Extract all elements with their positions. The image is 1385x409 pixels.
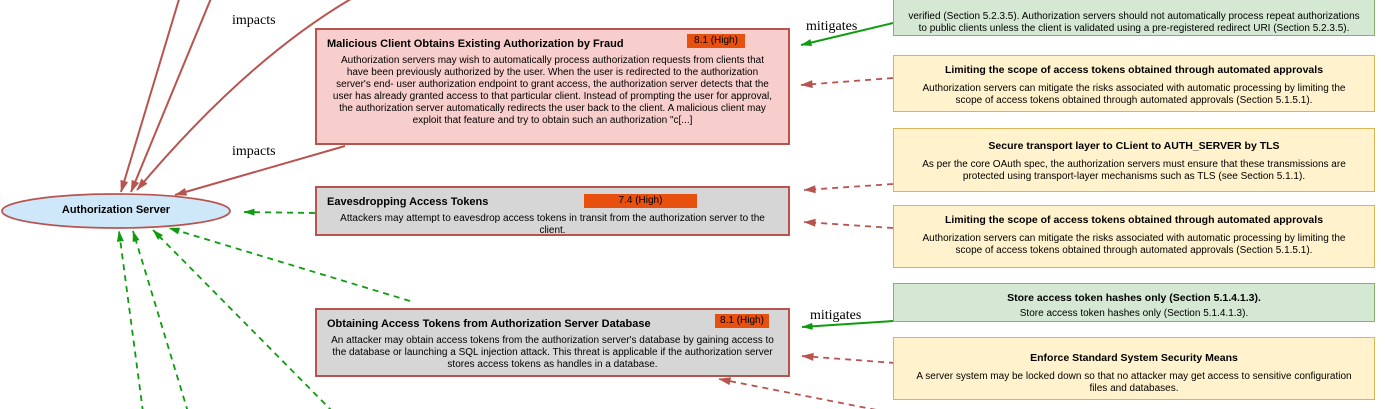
- edge-label-impacts-middle: impacts: [232, 144, 276, 159]
- severity-badge: 8.1 (High): [715, 314, 769, 328]
- mitigates-edge-store-hashes[interactable]: [801, 320, 894, 330]
- mitigation-description: Store access token hashes only (Section …: [1019, 308, 1249, 319]
- threat-description: An attacker may obtain access tokens fro…: [331, 335, 774, 370]
- threat-description: Attackers may attempt to eavesdrop acces…: [340, 213, 765, 236]
- threat-node-malicious-client[interactable]: Malicious Client Obtains Existing Author…: [315, 28, 790, 145]
- mitigation-description: Authorization servers can mitigate the r…: [922, 83, 1346, 106]
- dashed-edge-offscreen-3[interactable]: [152, 229, 333, 409]
- mitigation-node-limiting-scope-1[interactable]: Limiting the scope of access tokens obta…: [893, 55, 1375, 112]
- mitigation-node-validated-redirect[interactable]: verified (Section 5.2.3.5). Authorizatio…: [893, 0, 1375, 36]
- link-edge-secure-transport[interactable]: [803, 183, 894, 194]
- mitigation-node-limiting-scope-2[interactable]: Limiting the scope of access tokens obta…: [893, 205, 1375, 268]
- dashed-edge-db-threat-entity[interactable]: [168, 227, 411, 302]
- mitigation-node-secure-transport[interactable]: Secure transport layer to CLient to AUTH…: [893, 128, 1375, 192]
- edge-label-impacts-top: impacts: [232, 13, 276, 28]
- dashed-edge-offscreen-1[interactable]: [132, 230, 189, 409]
- mitigation-node-enforce-security[interactable]: Enforce Standard System Security Means A…: [893, 337, 1375, 400]
- threat-description: Authorization servers may wish to automa…: [332, 55, 773, 126]
- edge-label-mitigates-bottom: mitigates: [810, 308, 862, 323]
- severity-badge: 8.1 (High): [687, 34, 745, 48]
- threat-title-row: Obtaining Access Tokens from Authorizati…: [317, 310, 788, 332]
- impacts-edge-offscreen-1[interactable]: [120, 0, 180, 193]
- mitigation-title: Enforce Standard System Security Means: [1030, 352, 1238, 364]
- mitigation-title: Secure transport layer to CLient to AUTH…: [988, 140, 1280, 152]
- impacts-edge-malicious-client[interactable]: [174, 145, 346, 196]
- mitigation-description: verified (Section 5.2.3.5). Authorizatio…: [908, 11, 1360, 34]
- threat-node-db-access-tokens[interactable]: Obtaining Access Tokens from Authorizati…: [315, 308, 790, 377]
- mitigation-title: Store access token hashes only (Section …: [1007, 292, 1261, 304]
- mitigation-description: As per the core OAuth spec, the authoriz…: [922, 159, 1346, 182]
- threat-title-row: Malicious Client Obtains Existing Author…: [317, 30, 788, 52]
- threat-title-row: Eavesdropping Access Tokens: [317, 188, 788, 210]
- entity-label: Authorization Server: [61, 204, 171, 216]
- link-edge-limiting-scope-2[interactable]: [803, 218, 894, 229]
- mitigation-title: Limiting the scope of access tokens obta…: [944, 214, 1324, 226]
- link-edge-offscreen-bottom[interactable]: [718, 377, 887, 409]
- mitigation-title: Limiting the scope of access tokens obta…: [944, 64, 1324, 76]
- edge-label-mitigates-top: mitigates: [806, 19, 858, 34]
- impacts-edge-offscreen-2[interactable]: [130, 0, 212, 193]
- link-edge-enforce-security[interactable]: [801, 352, 896, 364]
- mitigates-edge-top[interactable]: [800, 22, 894, 46]
- threat-node-eavesdropping[interactable]: Eavesdropping Access Tokens 7.4 (High) A…: [315, 186, 790, 236]
- dashed-edge-offscreen-2[interactable]: [116, 230, 144, 409]
- mitigation-description: Authorization servers can mitigate the r…: [922, 233, 1346, 256]
- mitigation-node-store-hashes[interactable]: Store access token hashes only (Section …: [893, 283, 1375, 322]
- dashed-edge-eavesdropping-entity[interactable]: [243, 208, 316, 216]
- mitigation-description: A server system may be locked down so th…: [916, 371, 1352, 394]
- threat-title: Eavesdropping Access Tokens: [327, 196, 489, 208]
- threat-title: Obtaining Access Tokens from Authorizati…: [327, 318, 651, 330]
- link-edge-limiting-scope-1[interactable]: [800, 77, 894, 89]
- threat-title: Malicious Client Obtains Existing Author…: [327, 38, 624, 50]
- severity-badge: 7.4 (High): [584, 194, 697, 208]
- authorization-server-node[interactable]: [1, 193, 231, 229]
- impacts-edge-curved[interactable]: [136, 0, 356, 191]
